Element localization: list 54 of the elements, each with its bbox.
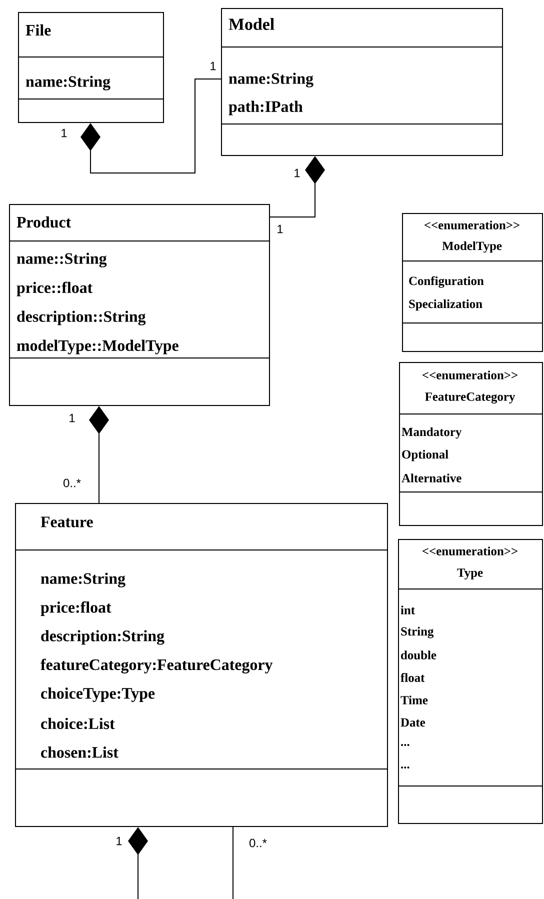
- attribute-text: choiceType:Type: [41, 688, 155, 702]
- class-name: File: [26, 24, 51, 36]
- enum-literal: double: [401, 650, 436, 660]
- composition-line: [89, 406, 109, 504]
- attribute-text: name:String: [26, 76, 110, 90]
- enum-literal: Date: [400, 718, 426, 727]
- composition-line: [232, 826, 234, 899]
- attribute-text: featureCategory:FeatureCategory: [40, 658, 273, 674]
- multiplicity-label: 1: [294, 168, 300, 178]
- class-box: [220, 8, 503, 156]
- multiplicity-label: 0..*: [250, 838, 267, 848]
- attribute-text: price::float: [16, 282, 93, 296]
- attribute-text: modelType::ModelType: [16, 340, 178, 354]
- attribute-text: name::String: [16, 252, 107, 268]
- class-name: Model: [228, 18, 274, 30]
- composition-line: [80, 78, 222, 174]
- attribute-text: price:float: [40, 601, 112, 616]
- attribute-text: name:String: [228, 72, 314, 88]
- enum-literal: float: [400, 673, 425, 682]
- stereotype-label: <<enumeration>>: [422, 370, 518, 380]
- attribute-text: chosen:List: [41, 746, 118, 758]
- class-name: FeatureCategory: [425, 392, 516, 404]
- attribute-text: description::String: [17, 310, 146, 326]
- enum-literal: ...: [401, 744, 410, 746]
- class-name: Feature: [40, 516, 93, 528]
- enum-literal: int: [400, 606, 415, 614]
- stereotype-label: <<enumeration>>: [424, 220, 520, 230]
- composition-line: [128, 827, 148, 899]
- class-name: ModelType: [442, 241, 502, 253]
- class-name: Type: [457, 568, 483, 580]
- attribute-text: path:IPath: [228, 100, 303, 116]
- attribute-text: name:String: [40, 572, 126, 588]
- attribute-text: description:String: [41, 630, 164, 645]
- composition-line: [270, 156, 325, 218]
- multiplicity-label: 0..*: [64, 478, 81, 488]
- enum-literal: Mandatory: [402, 427, 462, 439]
- enum-literal: Alternative: [402, 474, 462, 482]
- class-box: [398, 362, 543, 526]
- class-name: Product: [16, 216, 72, 228]
- enum-literal: Time: [400, 696, 428, 704]
- multiplicity-label: 1: [278, 224, 283, 234]
- class-box: [18, 12, 164, 123]
- enum-literal: Specialization: [409, 299, 482, 311]
- class-box: [402, 213, 543, 352]
- enum-literal: ...: [401, 766, 410, 768]
- enum-literal: Optional: [402, 450, 448, 462]
- class-box: [14, 503, 388, 827]
- class-box: [8, 204, 270, 406]
- attribute-text: choice:List: [41, 718, 115, 730]
- multiplicity-label: 1: [210, 62, 216, 70]
- stereotype-label: <<enumeration>>: [422, 546, 518, 556]
- enum-literal: Configuration: [409, 276, 484, 288]
- class-box: [398, 539, 543, 824]
- enum-literal: String: [401, 626, 434, 638]
